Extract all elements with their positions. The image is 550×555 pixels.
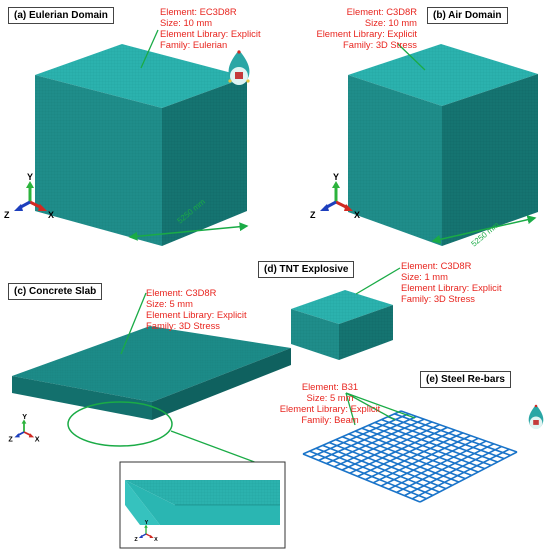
rebar-line	[404, 445, 502, 497]
eulerian-domain-cube	[35, 44, 247, 246]
rebar-line	[341, 436, 460, 483]
rebar-line	[365, 432, 464, 481]
rebar-line	[354, 430, 473, 477]
zoom-ellipse	[67, 401, 173, 447]
svg-text:X: X	[35, 435, 40, 444]
rebar-line	[322, 444, 440, 493]
rebar-line	[341, 423, 441, 471]
axis-triad-icon: Y X Z	[4, 172, 54, 220]
leader-line-b	[397, 43, 426, 71]
panel-label-a: (a) Eulerian Domain	[8, 7, 114, 24]
rebar-line	[357, 429, 456, 478]
svg-text:Z: Z	[134, 537, 138, 543]
rebar-line	[302, 410, 402, 455]
svg-text:Z: Z	[4, 210, 10, 220]
rebar-line	[368, 424, 485, 470]
rebar-line	[349, 426, 448, 474]
rebar-line	[388, 440, 487, 490]
svg-text:Z: Z	[310, 210, 316, 220]
leader-lines-e	[345, 392, 416, 426]
dimension-arrow-a	[128, 222, 249, 241]
rebar-line	[348, 433, 466, 480]
panel-label-c: (c) Concrete Slab	[8, 283, 103, 300]
rebar-line	[400, 410, 518, 453]
orientation-gizmo-icon	[528, 404, 544, 430]
concrete-slab	[12, 326, 291, 420]
leader-line-a	[140, 29, 159, 69]
rebar-line	[380, 437, 479, 487]
rebar-line	[326, 418, 425, 465]
rebar-line	[333, 421, 433, 468]
svg-text:X: X	[48, 210, 54, 220]
air-domain-cube	[348, 44, 538, 246]
rebar-line	[328, 441, 447, 490]
rebar-line	[387, 415, 505, 460]
rebar-line	[394, 413, 511, 457]
slab-zoom-inset: Y X Z	[119, 461, 286, 549]
svg-text:X: X	[154, 537, 158, 543]
rebar-line	[309, 450, 427, 500]
axis-triad-icon: Y X Z	[8, 412, 39, 444]
zoom-connector	[170, 430, 269, 468]
axis-triad-icon: Y X Z	[310, 172, 360, 220]
rebar-line	[419, 451, 518, 503]
rebar-line	[318, 415, 417, 462]
svg-text:Y: Y	[22, 412, 27, 421]
svg-text:Y: Y	[145, 520, 149, 526]
svg-text:Y: Y	[333, 172, 339, 182]
rebar-line	[411, 448, 510, 500]
svg-text:Z: Z	[8, 435, 13, 444]
leader-line-d	[355, 267, 401, 295]
svg-text:Y: Y	[27, 172, 33, 182]
panel-label-d: (d) TNT Explosive	[258, 261, 355, 278]
rebar-line	[335, 438, 453, 487]
panel-label-b: (b) Air Domain	[427, 7, 508, 24]
svg-text:X: X	[354, 210, 360, 220]
rebar-line	[396, 443, 495, 494]
rebar-line	[310, 413, 410, 458]
steel-rebar-mesh	[302, 410, 518, 503]
rebar-line	[302, 453, 421, 503]
leader-line-c	[120, 292, 147, 355]
rebar-line	[315, 447, 434, 497]
orientation-gizmo-icon	[228, 50, 250, 85]
rebar-line	[372, 434, 471, 484]
tnt-explosive-block	[291, 290, 393, 360]
rebar-line	[374, 421, 492, 467]
dimension-arrow-b	[431, 215, 537, 244]
panel-label-e: (e) Steel Re-bars	[420, 371, 511, 388]
rebar-line	[381, 418, 498, 463]
rebar-line	[361, 427, 479, 473]
